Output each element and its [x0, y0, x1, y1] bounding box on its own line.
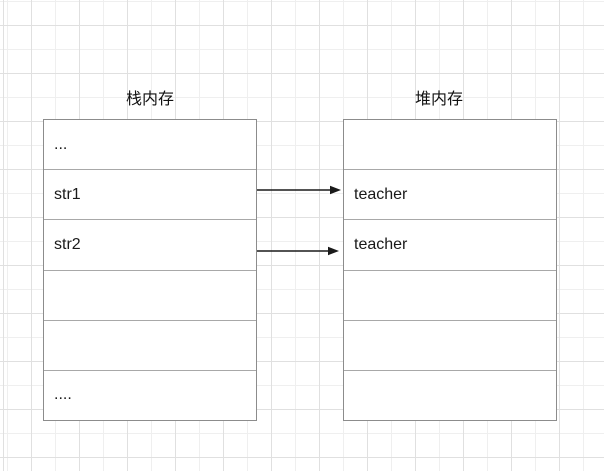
- stack-memory-title: 栈内存: [125, 91, 174, 108]
- heap-row-teacher-2: teacher: [344, 219, 556, 269]
- heap-memory-title: 堆内存: [414, 91, 463, 108]
- stack-row-str2: str2: [44, 219, 256, 269]
- stack-row-empty-1: [44, 269, 256, 320]
- stack-row-ellipsis-top: ...: [54, 135, 68, 153]
- stack-row-str1: str1: [44, 169, 256, 219]
- arrow-str2-to-teacher: [257, 246, 339, 256]
- heap-row-empty-1: [344, 269, 556, 320]
- heap-row-empty-2: [344, 319, 556, 370]
- heap-row-teacher-1: teacher: [344, 169, 556, 219]
- heap-row-empty-top: [344, 120, 556, 169]
- stack-row-empty-2: [44, 319, 256, 370]
- stack-memory-box: ... str1 str2 ....: [43, 119, 257, 421]
- heap-row-empty-3: [344, 369, 556, 420]
- heap-memory-box: teacher teacher: [343, 119, 557, 421]
- stack-row-ellipsis-bottom: ....: [44, 369, 256, 420]
- arrow-str1-to-teacher: [257, 185, 341, 195]
